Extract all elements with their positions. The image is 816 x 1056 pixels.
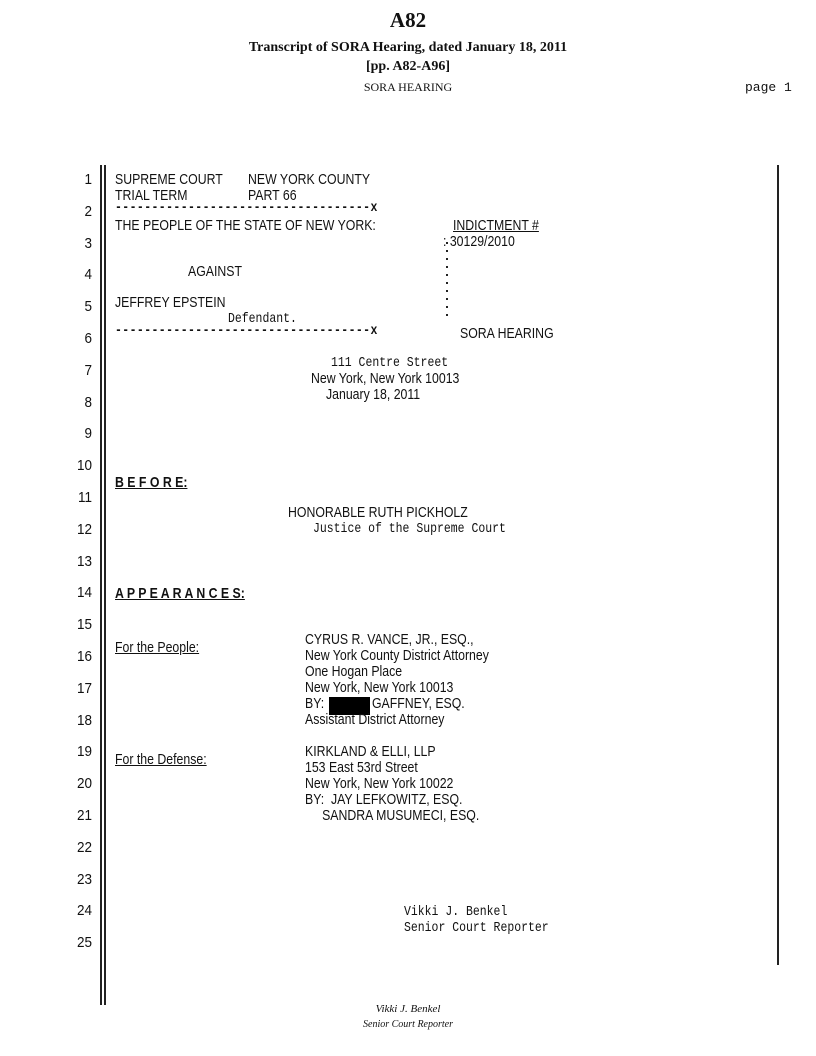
location-street: 111 Centre Street — [331, 355, 449, 371]
line-number: 16 — [76, 648, 92, 665]
people-counsel-line: New York County District Attorney — [305, 647, 489, 664]
running-head: SORA HEARING — [363, 80, 453, 94]
line-number: 7 — [84, 361, 92, 379]
line-number: 5 — [84, 298, 92, 316]
exhibit-number: A82 — [389, 8, 427, 32]
line-number: 2 — [84, 202, 92, 220]
line-number: 4 — [84, 266, 92, 284]
judge-title: Justice of the Supreme Court — [313, 521, 506, 537]
judge-name: HONORABLE RUTH PICKHOLZ — [288, 504, 468, 521]
defense-counsel-line: New York, New York 10022 — [305, 775, 454, 792]
plaintiff: THE PEOPLE OF THE STATE OF NEW YORK: — [115, 217, 376, 234]
people-counsel-line: New York, New York 10013 — [305, 679, 454, 696]
page-range: [pp. A82-A96] — [365, 59, 450, 74]
line-number: 20 — [76, 775, 92, 793]
defense-counsel-line: SANDRA MUSUMECI, ESQ. — [305, 807, 480, 824]
redaction-bar — [329, 697, 370, 715]
line-number: 21 — [76, 807, 92, 824]
line-number: 3 — [84, 234, 92, 252]
defendant-name: JEFFREY EPSTEIN — [115, 294, 226, 311]
people-counsel-line: CYRUS R. VANCE, JR., ESQ., — [305, 631, 474, 648]
right-margin-rule — [777, 165, 779, 965]
reporter-title: Senior Court Reporter — [404, 920, 549, 936]
part: PART 66 — [248, 187, 297, 204]
line-number: 19 — [76, 743, 92, 761]
left-margin-rule-inner — [104, 165, 106, 1005]
footer-reporter-name: Vikki J. Benkel — [375, 1003, 441, 1015]
line-number: 24 — [76, 902, 92, 920]
location-city: New York, New York 10013 — [311, 370, 460, 387]
page-label: page 1 — [745, 80, 792, 95]
appearances-heading: A P P E A R A N C E S: — [115, 585, 245, 602]
line-number: 25 — [76, 934, 92, 952]
line-number: 22 — [76, 838, 92, 856]
defense-counsel-line: BY: JAY LEFKOWITZ, ESQ. — [305, 791, 463, 808]
reporter-name: Vikki J. Benkel — [404, 904, 508, 920]
defense-label: For the Defense: — [115, 751, 207, 768]
people-label: For the People: — [115, 639, 200, 656]
defense-counsel-line: KIRKLAND & ELLI, LLP — [305, 743, 436, 760]
line-number: 15 — [76, 616, 92, 634]
proceeding-type: SORA HEARING — [460, 325, 554, 342]
line-number: 1 — [84, 171, 92, 188]
line-number: 14 — [76, 584, 92, 602]
line-number: 13 — [76, 552, 92, 570]
people-counsel-line: BY: GAFFNEY, ESQ. — [305, 695, 465, 712]
hearing-date: January 18, 2011 — [326, 386, 421, 403]
line-number: 6 — [84, 330, 92, 347]
caption-divider-top: -----------------------------------x — [115, 200, 378, 216]
line-number: 11 — [77, 489, 92, 506]
defendant-label: Defendant. — [228, 311, 297, 327]
indictment-number: : 30129/2010 — [443, 233, 515, 250]
defense-counsel-line: 153 East 53rd Street — [305, 759, 418, 776]
line-number: 23 — [76, 870, 92, 888]
county: NEW YORK COUNTY — [248, 171, 371, 188]
before-heading: B E F O R E: — [115, 474, 188, 491]
court-name: SUPREME COURT — [115, 171, 223, 188]
people-counsel-line: One Hogan Place — [305, 663, 403, 680]
term: TRIAL TERM — [115, 187, 188, 204]
left-margin-rule — [100, 165, 102, 1005]
line-number: 17 — [76, 679, 92, 697]
line-number: 9 — [84, 425, 92, 443]
people-counsel-line: Assistant District Attorney — [305, 711, 445, 728]
footer-reporter-title: Senior Court Reporter — [363, 1019, 453, 1030]
line-number: 18 — [76, 711, 92, 729]
line-number: 8 — [84, 393, 92, 411]
line-number: 12 — [76, 520, 92, 538]
line-number: 10 — [76, 457, 92, 475]
caption-divider-bottom: -----------------------------------x — [115, 323, 378, 339]
document-title: Transcript of SORA Hearing, dated Januar… — [248, 40, 568, 55]
caption-colon-divider — [446, 242, 448, 322]
indictment-label: INDICTMENT # — [453, 217, 539, 234]
against: AGAINST — [188, 263, 243, 280]
